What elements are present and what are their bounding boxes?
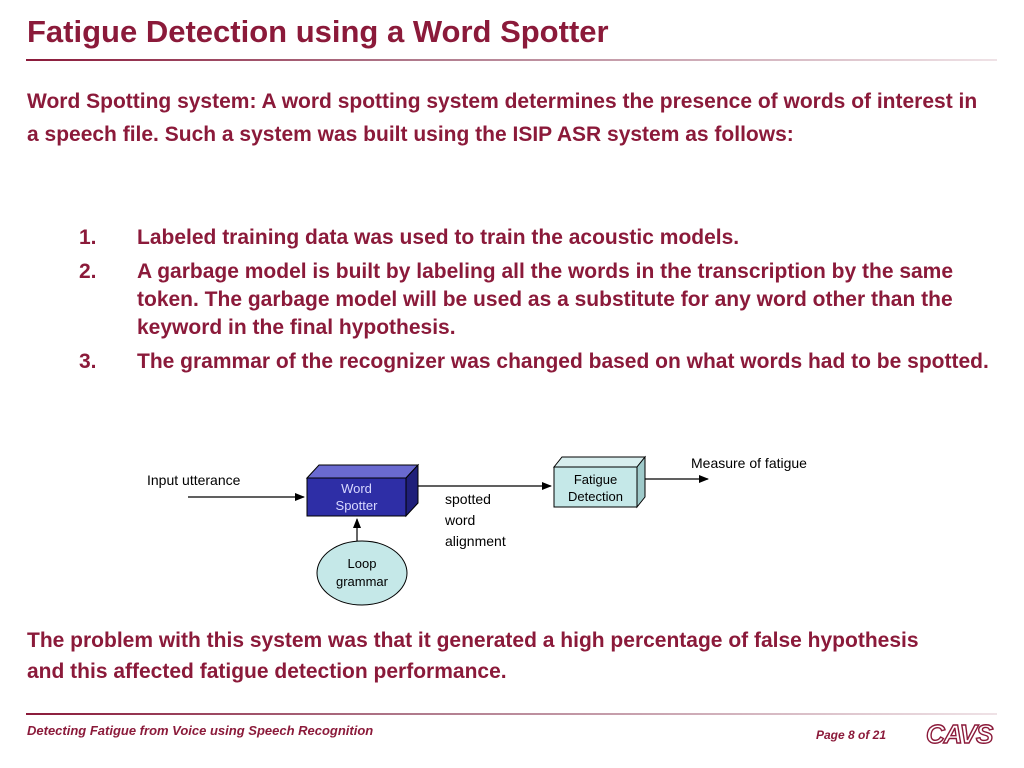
conclusion-paragraph: The problem with this system was that it… (27, 629, 919, 683)
page-number: Page 8 of 21 (816, 728, 887, 742)
spotted-label-line1: spotted (445, 491, 491, 507)
list-item: 1. Labeled training data was used to tra… (79, 224, 999, 252)
fatigue-detection-line2: Detection (568, 489, 623, 504)
spotted-label-line3: alignment (445, 533, 506, 549)
loop-grammar-ellipse (316, 540, 408, 606)
measure-of-fatigue-label: Measure of fatigue (691, 455, 807, 471)
list-item: 3. The grammar of the recognizer was cha… (79, 348, 999, 376)
word-spotter-line2: Spotter (335, 498, 378, 513)
slide-title: Fatigue Detection using a Word Spotter (27, 14, 609, 49)
step-text: The grammar of the recognizer was change… (137, 350, 989, 373)
footer-divider (26, 713, 997, 715)
list-item: 2. A garbage model is built by labeling … (79, 258, 999, 342)
step-number: 3. (79, 350, 97, 373)
footer-title: Detecting Fatigue from Voice using Speec… (27, 723, 374, 738)
spotted-label-line2: word (445, 512, 476, 528)
intro-paragraph: Word Spotting system: A word spotting sy… (27, 90, 978, 146)
word-spotter-box (305, 463, 420, 518)
svg-text:CAVS: CAVS (926, 719, 994, 749)
steps-list: 1. Labeled training data was used to tra… (79, 224, 999, 382)
cavs-logo: CAVS (925, 719, 995, 749)
step-text: Labeled training data was used to train … (137, 226, 740, 249)
input-utterance-label: Input utterance (147, 472, 241, 488)
step-text: A garbage model is built by labeling all… (137, 260, 954, 339)
fatigue-detection-box (552, 455, 647, 509)
step-number: 1. (79, 226, 97, 249)
title-divider (26, 59, 997, 61)
step-number: 2. (79, 260, 97, 283)
loop-grammar-line2: grammar (335, 574, 388, 589)
fatigue-detection-line1: Fatigue (573, 472, 618, 487)
word-spotter-line1: Word (341, 481, 372, 496)
loop-grammar-line1: Loop (347, 556, 377, 571)
